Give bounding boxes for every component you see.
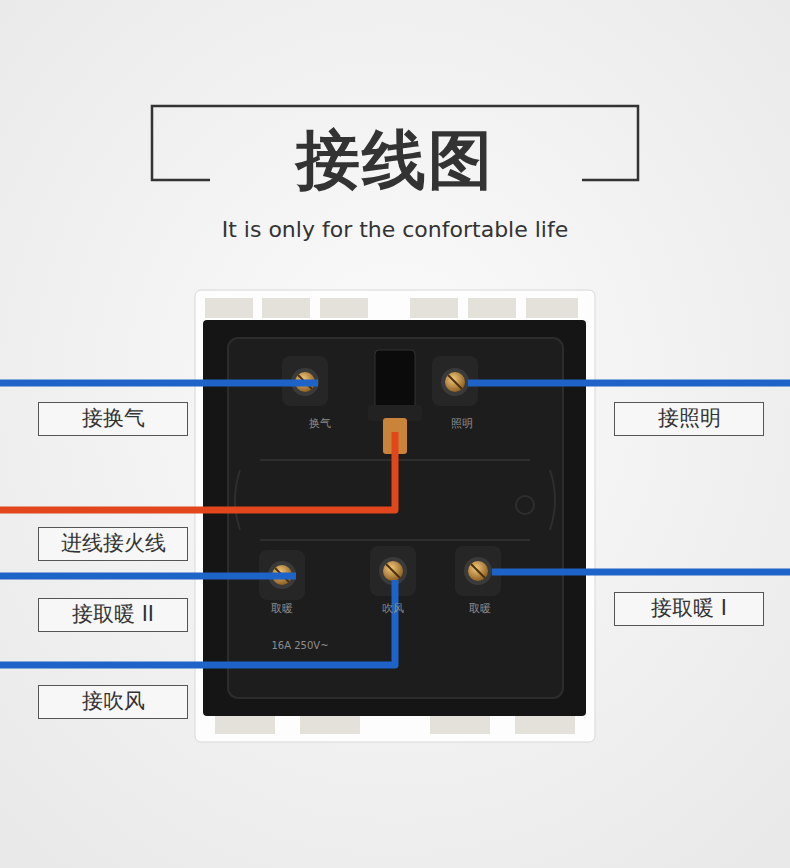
- live-wire: [0, 432, 395, 510]
- wire: [0, 380, 318, 387]
- callout-box: 接换气: [38, 402, 188, 436]
- callout-box: 接取暖 II: [38, 598, 188, 632]
- terminal-marking: 取暖: [469, 603, 491, 615]
- title: 接线图: [0, 128, 790, 192]
- wire: [0, 580, 395, 665]
- callout-text: 接取暖 II: [72, 602, 154, 627]
- terminal-marking: 换气: [309, 418, 331, 430]
- wire: [0, 573, 296, 580]
- terminal-marking: 照明: [451, 418, 473, 430]
- terminal-marking: 取暖: [271, 603, 293, 615]
- callout-text: 接照明: [658, 406, 721, 431]
- wire: [492, 569, 790, 576]
- switch-frame: [195, 290, 595, 742]
- callout-text: 接吹风: [82, 689, 145, 714]
- callout-box: 接吹风: [38, 685, 188, 719]
- callout-text: 接取暖 I: [651, 596, 727, 621]
- callout-box: 接取暖 I: [614, 592, 764, 626]
- callout-box: 进线接火线: [38, 527, 188, 561]
- callout-box: 接照明: [614, 402, 764, 436]
- wires: [0, 383, 790, 665]
- terminal-marking: 16A 250V~: [271, 640, 328, 651]
- wire: [468, 380, 790, 387]
- callout-text: 进线接火线: [61, 531, 166, 556]
- frame-slots: [205, 298, 578, 734]
- callout-text: 接换气: [82, 406, 145, 431]
- terminal-marking: 吹风: [382, 603, 404, 615]
- subtitle: It is only for the confortable life: [222, 218, 569, 242]
